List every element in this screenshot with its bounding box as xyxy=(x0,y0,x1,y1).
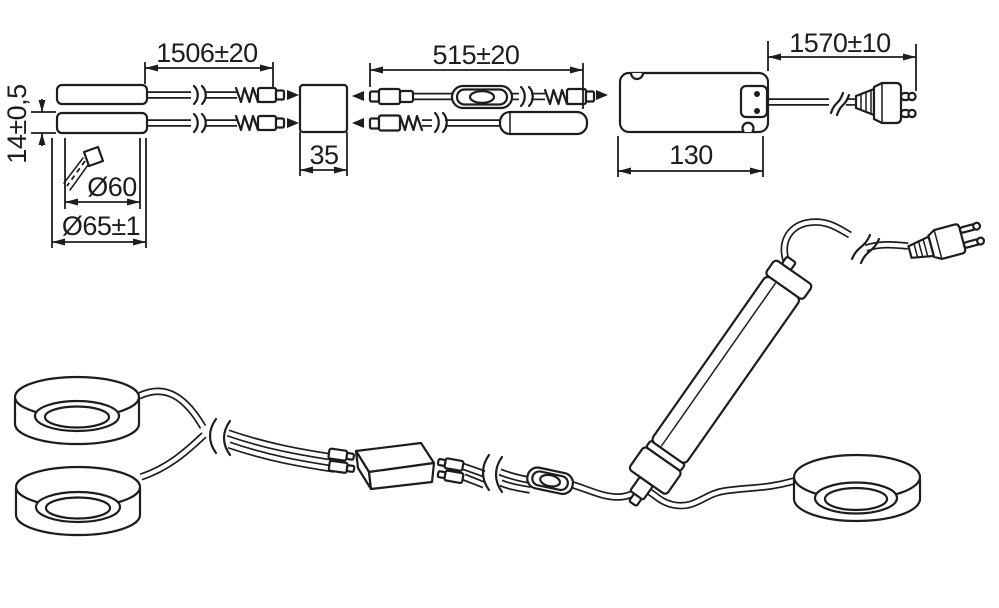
distributor-output-connectors xyxy=(436,457,465,485)
receptacle-sleeve xyxy=(498,110,589,136)
light-lead-connector-2 xyxy=(256,114,299,132)
dimension-diameters: Ø60 Ø65±1 xyxy=(51,138,147,248)
dim-mains-cable-length: 1570±10 xyxy=(789,28,890,58)
distributor-input-connectors xyxy=(327,447,356,474)
cable-coil xyxy=(234,86,260,104)
cable-break-icon xyxy=(208,417,218,455)
dimension-light-cable: 1506±20 xyxy=(144,38,274,88)
inline-switch-top-view xyxy=(450,84,514,110)
plug-direction-arrow-icon xyxy=(596,90,608,100)
cable-break-icon xyxy=(494,455,504,494)
dimension-light-thickness: 14±0,5 xyxy=(2,84,56,164)
dimension-switch-cable: 515±20 xyxy=(369,40,584,109)
plug-direction-arrow-icon xyxy=(287,118,299,128)
plug-direction-arrow-icon xyxy=(287,90,299,100)
cable-break-icon xyxy=(481,453,491,492)
puck-light-side-view-2 xyxy=(55,111,149,135)
dim-beam-diameter: Ø60 xyxy=(87,172,137,202)
distributor-box-top-view xyxy=(298,83,349,134)
switch-lead xyxy=(352,84,608,110)
light-lead-cables xyxy=(147,84,260,134)
puck-light-3 xyxy=(792,453,922,523)
cable-break-icon xyxy=(222,419,232,457)
assembly-illustration xyxy=(13,218,986,537)
puck-light-side-view-1 xyxy=(55,83,149,106)
mains-plug-top-view xyxy=(854,81,917,125)
cable-coil xyxy=(398,114,424,132)
dim-light-cable-length: 1506±20 xyxy=(156,38,257,68)
terminal-panel xyxy=(739,84,769,119)
mounting-notch xyxy=(629,72,645,81)
cable-break-icon xyxy=(859,237,881,265)
cable-coil xyxy=(543,88,569,106)
dim-driver-length: 130 xyxy=(669,140,713,170)
dim-switch-cable-length: 515±20 xyxy=(433,40,520,70)
dimension-driver: 130 xyxy=(617,136,764,177)
plug-direction-arrow-icon xyxy=(352,118,364,128)
dim-light-thickness: 14±0,5 xyxy=(2,84,32,163)
plug-direction-arrow-icon xyxy=(352,91,364,101)
cable-coil xyxy=(234,114,260,132)
dim-light-diameter: Ø65±1 xyxy=(62,211,140,241)
distributor-box xyxy=(354,441,436,491)
driver-box-top-view xyxy=(618,71,857,134)
dimension-mains-cable: 1570±10 xyxy=(767,28,917,91)
mounting-notch xyxy=(741,121,755,133)
driver-unit xyxy=(628,256,813,507)
light-lead-connector-1 xyxy=(256,86,299,104)
puck-light-1 xyxy=(13,375,141,446)
inline-switch xyxy=(526,466,575,496)
receptacle-lead xyxy=(352,110,589,136)
puck-light-2 xyxy=(14,465,142,537)
dimension-distributor: 35 xyxy=(299,132,348,176)
mains-plug xyxy=(907,221,986,261)
light-beam-icon xyxy=(63,145,105,191)
dim-distributor-size: 35 xyxy=(309,140,338,170)
cable-break-icon xyxy=(850,233,872,261)
